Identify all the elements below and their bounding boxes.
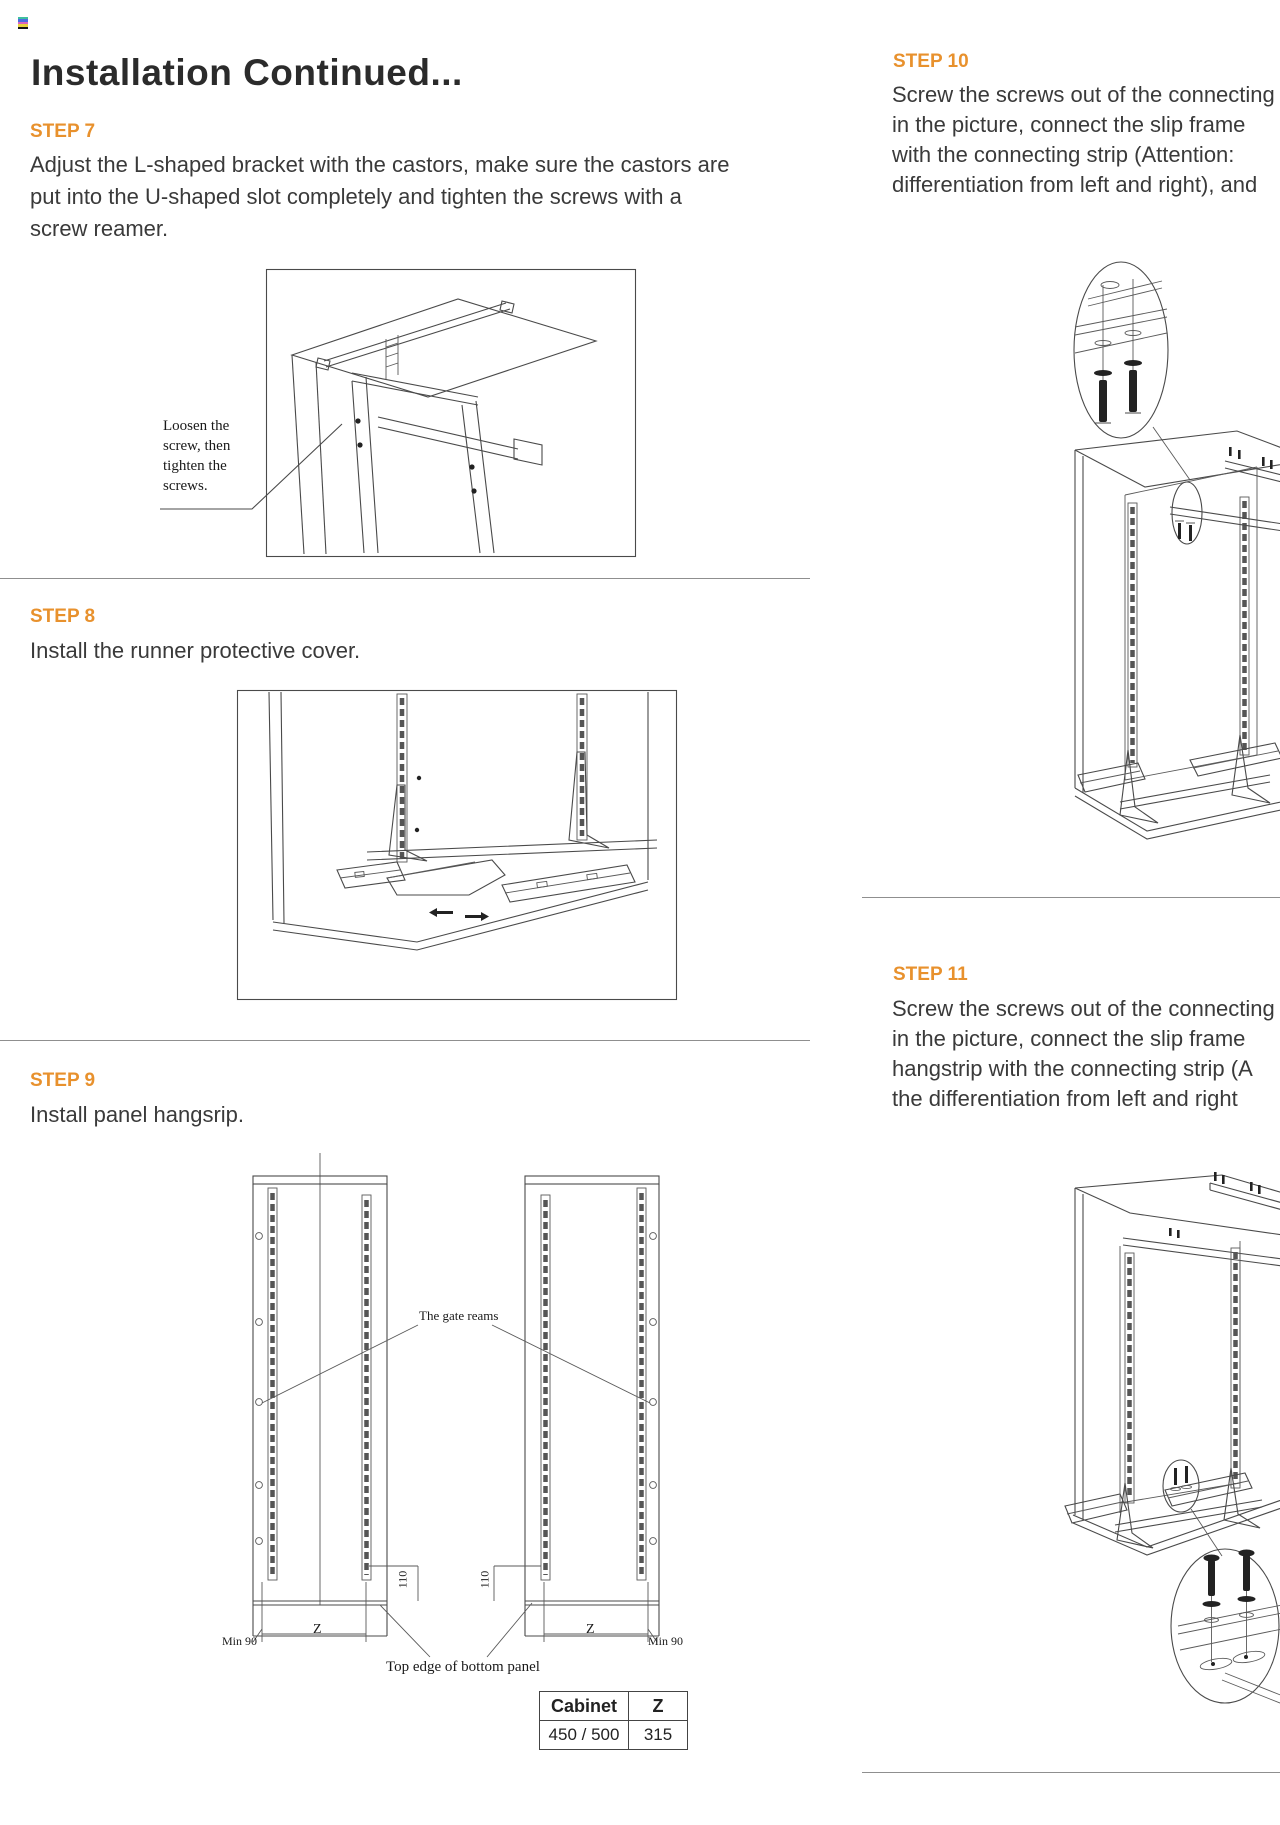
step11-text-line: in the picture, connect the slip frame bbox=[892, 1026, 1246, 1051]
step8-text-line: Install the runner protective cover. bbox=[30, 638, 361, 663]
step8-diagram bbox=[236, 689, 678, 1001]
section-divider bbox=[0, 578, 810, 579]
dim-z-right: Z bbox=[586, 1622, 595, 1637]
step9-heading: STEP 9 bbox=[30, 1070, 96, 1091]
step11-heading: STEP 11 bbox=[893, 964, 968, 985]
step11-text-line: Screw the screws out of the connecting bbox=[892, 996, 1275, 1021]
step7-heading: STEP 7 bbox=[30, 121, 96, 142]
step9-text-line: Install panel hangsrip. bbox=[30, 1102, 245, 1127]
cabinet-z-table: Cabinet Z 450 / 500 315 bbox=[539, 1691, 688, 1750]
dim-z-left: Z bbox=[313, 1622, 322, 1637]
table-cell-z: 315 bbox=[628, 1720, 688, 1750]
section-divider bbox=[862, 1772, 1280, 1773]
section-divider bbox=[862, 897, 1280, 898]
step8-heading: STEP 8 bbox=[30, 606, 96, 627]
step11-diagram bbox=[1064, 1172, 1280, 1704]
step10-text-line: Screw the screws out of the connecting bbox=[892, 82, 1275, 107]
step10-diagram bbox=[1073, 261, 1280, 840]
step7-text-line: put into the U-shaped slot completely an… bbox=[30, 184, 682, 209]
gate-reams-label: The gate reams bbox=[419, 1308, 499, 1323]
step11-text-line: the differentiation from left and right bbox=[892, 1086, 1238, 1111]
bottom-edge-label: Top edge of bottom panel bbox=[386, 1659, 540, 1675]
step10-text: Screw the screws out of the connecting i… bbox=[892, 80, 1280, 206]
page-title: Installation Continued... bbox=[31, 52, 463, 93]
step7-callout-text: Loosen the screw, then tighten the screw… bbox=[163, 418, 231, 494]
step7-diagram bbox=[160, 268, 637, 558]
step10-text-line: in the picture, connect the slip frame bbox=[892, 112, 1246, 137]
table-cell-cabinet: 450 / 500 bbox=[539, 1720, 629, 1750]
min90-left-label: Min 90 bbox=[222, 1634, 258, 1648]
registration-mark-icon bbox=[18, 17, 28, 29]
step7-text-line: Adjust the L-shaped bracket with the cas… bbox=[30, 152, 730, 177]
min90-right-label: Min 90 bbox=[648, 1634, 684, 1648]
dim-110-left: 110 bbox=[395, 1570, 410, 1589]
step10-text-line: differentiation from left and right), an… bbox=[892, 172, 1258, 197]
dim-110-right: 110 bbox=[477, 1570, 492, 1589]
table-header-z: Z bbox=[628, 1691, 688, 1721]
section-divider bbox=[0, 1040, 810, 1041]
table-header-cabinet: Cabinet bbox=[539, 1691, 629, 1721]
step11-text: Screw the screws out of the connecting i… bbox=[892, 994, 1280, 1120]
step11-text-line: hangstrip with the connecting strip (A bbox=[892, 1056, 1253, 1081]
step7-text-line: screw reamer. bbox=[30, 216, 169, 241]
step9-diagram bbox=[252, 1153, 660, 1658]
step10-heading: STEP 10 bbox=[893, 51, 969, 72]
step10-text-line: with the connecting strip (Attention: bbox=[892, 142, 1235, 167]
